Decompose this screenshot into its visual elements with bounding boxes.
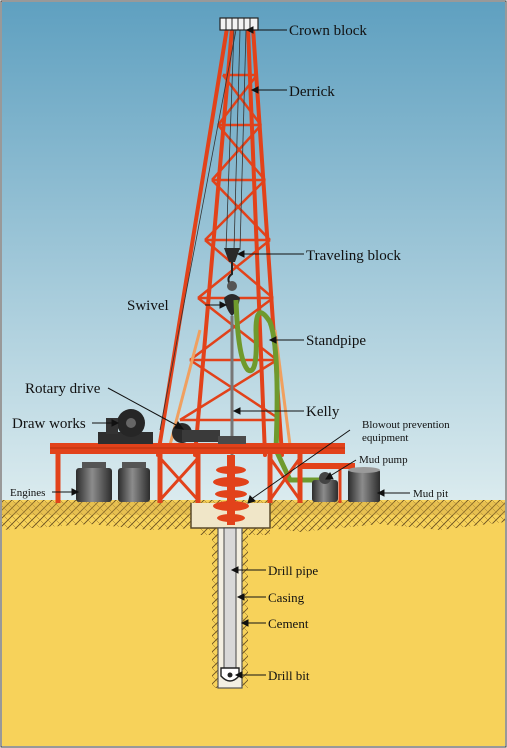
label-derrick: Derrick <box>289 84 335 100</box>
label-cement: Cement <box>268 616 309 631</box>
label-mud-pump: Mud pump <box>359 454 408 466</box>
drill-pipe <box>223 527 237 679</box>
label-standpipe: Standpipe <box>306 333 366 349</box>
traveling-block <box>224 248 240 262</box>
mud-pit-tank <box>348 467 380 502</box>
leader-lines <box>52 26 410 679</box>
label-draw-works: Draw works <box>12 416 86 432</box>
swivel-bail <box>227 281 237 291</box>
label-swivel: Swivel <box>127 298 169 314</box>
label-crown-block: Crown block <box>289 23 367 39</box>
engines <box>76 462 150 502</box>
label-mud-pit: Mud pit <box>413 488 448 500</box>
label-casing: Casing <box>268 590 305 605</box>
hoist-cables <box>159 29 247 431</box>
derrick-bracing <box>179 73 282 422</box>
blowout-preventer <box>213 455 249 525</box>
standpipe <box>233 299 320 483</box>
label-blowout-line2: equipment <box>362 432 408 444</box>
label-traveling-block: Traveling block <box>306 248 401 264</box>
drill-bit-center <box>227 672 233 678</box>
label-drill-pipe: Drill pipe <box>268 563 318 578</box>
crown-block <box>219 17 259 31</box>
label-drill-bit: Drill bit <box>268 668 310 683</box>
label-kelly: Kelly <box>306 404 340 420</box>
rig-substructure <box>55 454 303 503</box>
label-blowout-line1: Blowout prevention <box>362 419 450 431</box>
label-rotary-drive: Rotary drive <box>25 381 101 397</box>
label-engines: Engines <box>10 487 45 499</box>
mud-pump <box>312 472 338 502</box>
pump-walkway <box>300 463 355 469</box>
